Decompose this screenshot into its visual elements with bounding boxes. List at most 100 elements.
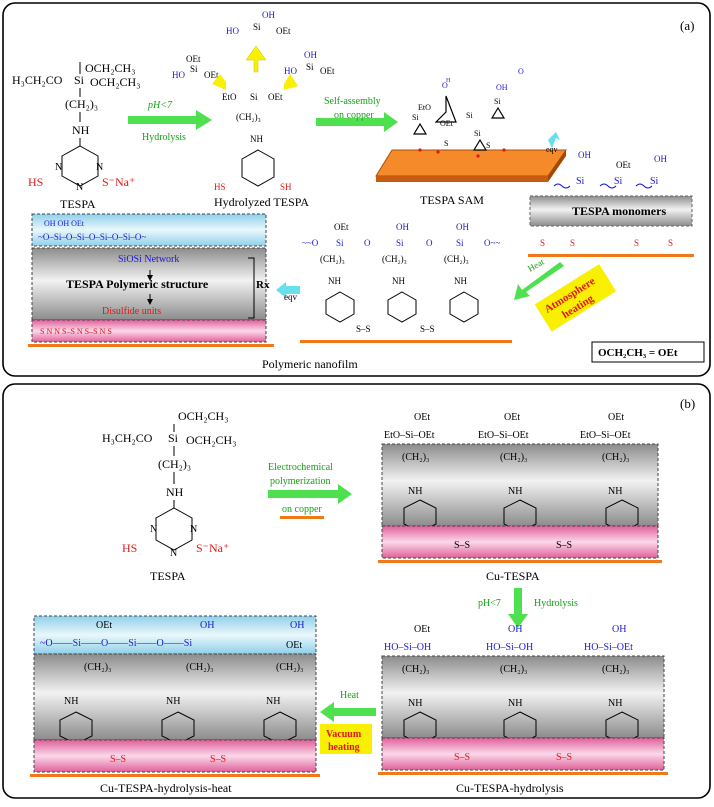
svg-text:(CH₂)₃: (CH₂)₃ [500,452,528,463]
svg-text:OEt: OEt [414,624,430,635]
svg-text:Si: Si [614,176,623,187]
svg-text:OEt: OEt [414,412,430,423]
svg-text:OH: OH [654,154,667,164]
svg-text:S–S: S–S [110,754,126,765]
svg-text:OCH₂CH₃: OCH₂CH₃ [178,409,228,423]
svg-text:(CH₂)₃: (CH₂)₃ [602,452,630,463]
svg-text:S: S [634,238,639,248]
caption-a: Polymeric nanofilm [262,357,358,371]
svg-text:OEt: OEt [440,119,454,128]
eqv-arrow-a: eqv [276,282,300,302]
svg-text:EtO: EtO [418,103,431,112]
svg-text:~~O: ~~O [302,238,319,248]
svg-text:O: O [518,67,524,76]
svg-text:N: N [170,548,177,559]
svg-text:~O–Si–O–Si–O–Si–O–Si–O~: ~O–Si–O–Si–O–Si–O–Si–O~ [38,232,146,242]
svg-text:H₃CH₂CO: H₃CH₂CO [12,73,63,87]
disulfide-layer [31,319,267,343]
svg-text:OCH₂CH₃ = OEt: OCH₂CH₃ = OEt [598,347,678,359]
svg-text:HS: HS [214,182,226,192]
svg-text:OEt: OEt [608,412,624,423]
tespa-name-b: TESPA [150,569,186,583]
panel-a-label: (a) [680,18,694,33]
rx-label: Rx [256,279,270,291]
svg-text:OEt: OEt [504,412,520,423]
svg-text:NH: NH [608,486,622,497]
svg-text:(CH₂)₃: (CH₂)₃ [320,254,345,264]
svg-text:NH: NH [250,134,263,144]
svg-text:OH: OH [508,624,522,635]
svg-text:Si: Si [576,176,585,187]
disulfide-label: Disulfide units [102,306,161,317]
hydrolyzed-tespa: OH Si OEt HO OEt Si HO OEt OH Si HO OEt … [172,10,335,209]
hydrolysis-arrow-a: pH<7 Hydrolysis [128,100,212,143]
svg-text:(CH₂)₃: (CH₂)₃ [602,664,630,675]
eqv-arrow-sam [548,132,560,148]
svg-text:S–S: S–S [556,540,572,551]
svg-text:Si: Si [466,111,473,120]
cu-tespa: OEt EtO–Si–OEt OEt EtO–Si–OEt OEt EtO–Si… [378,412,662,583]
svg-text:NH: NH [608,698,622,709]
svg-text:OH: OH [496,83,508,92]
structure-label: TESPA Polymeric structure [66,277,209,291]
copper-plate-top [375,149,567,177]
copper-plate-side [376,176,548,182]
svg-text:NH: NH [328,276,341,286]
polymeric-structure-layer [31,247,267,321]
svg-text:NH: NH [72,123,90,137]
svg-text:(CH₂)₃: (CH₂)₃ [402,452,430,463]
svg-text:O: O [426,238,433,248]
svg-text:Self-assembly: Self-assembly [324,96,381,107]
svg-text:(CH₂)₃: (CH₂)₃ [500,664,528,675]
svg-text:OEt: OEt [268,92,283,102]
tespa-molecule-b: OCH₂CH₃ H₃CH₂CO Si OCH₂CH₃ (CH₂)₃ NH N N… [102,409,236,583]
svg-text:heating: heating [328,742,360,753]
svg-text:OCH₂CH₃: OCH₂CH₃ [85,61,135,75]
svg-text:Si: Si [253,22,261,32]
svg-text:OEt: OEt [320,66,335,76]
svg-text:Si: Si [456,238,464,248]
svg-text:~O——Si——O——Si——O——Si: ~O——Si——O——Si——O——Si [40,638,192,649]
svg-text:NH: NH [508,698,522,709]
yellow-arrow-left [212,74,226,90]
svg-text:O: O [442,81,448,90]
atmosphere-heating: Heat Atmosphere heating [514,256,617,332]
svg-text:OEt: OEt [204,70,219,80]
svg-text:EtO–Si–OEt: EtO–Si–OEt [478,430,529,441]
svg-text:NH: NH [408,698,422,709]
siosi-network-layer [31,213,267,247]
svg-text:Si: Si [336,238,344,248]
svg-text:N: N [76,182,83,193]
svg-text:Hydrolysis: Hydrolysis [534,598,578,609]
svg-text:HO: HO [172,70,185,80]
yellow-arrow-up [245,45,267,73]
svg-text:OEt: OEt [276,26,291,36]
svg-text:Si: Si [412,113,419,122]
svg-text:HO–Si–OEt: HO–Si–OEt [584,642,633,653]
cu-tespa-name: Cu-TESPA [486,569,540,583]
svg-text:S: S [540,238,545,248]
svg-text:O: O [364,238,371,248]
electrochemical-arrow: Electrochemical polymerization on copper [268,462,352,519]
svg-text:Si: Si [74,73,85,87]
svg-text:Si: Si [396,238,404,248]
svg-text:OCH₂CH₃: OCH₂CH₃ [90,75,140,89]
svg-text:EtO: EtO [222,92,237,102]
svg-text:S–S: S–S [556,752,572,763]
svg-text:OH: OH [290,620,304,631]
svg-text:OEt: OEt [186,54,201,64]
tespa-monomers: OH Si OEt Si OH Si TESPA monomers S S S … [528,150,694,257]
svg-text:Heat: Heat [526,256,546,273]
svg-text:EtO–Si–OEt: EtO–Si–OEt [384,430,435,441]
svg-text:Si: Si [190,64,198,74]
svg-text:OEt: OEt [96,620,112,631]
svg-text:S–S: S–S [356,324,371,334]
svg-text:S⁻Na⁺: S⁻Na⁺ [196,541,229,555]
svg-text:Heat: Heat [340,690,359,701]
svg-text:(CH₂)₃: (CH₂)₃ [186,662,214,673]
svg-text:eqv: eqv [284,292,297,302]
svg-text:OH: OH [262,10,275,20]
svg-text:OEt: OEt [334,222,349,232]
svg-text:(CH₂)₃: (CH₂)₃ [276,662,304,673]
vacuum-box [320,724,372,754]
